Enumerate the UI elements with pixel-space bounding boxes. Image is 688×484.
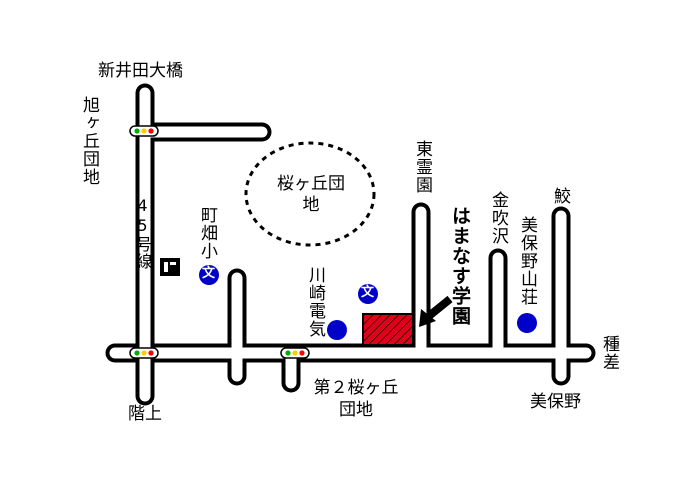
higashireien-label: 東霊園 (412, 140, 432, 194)
sakuragaoka-park-text: 桜ヶ丘団地 (277, 174, 345, 215)
school-mark-second: 文 (361, 285, 375, 300)
tanesashi-label: 種差 (599, 335, 619, 371)
sakuragaoka-park-label: 桜ヶ丘団地 (277, 174, 345, 216)
second-school-icon (358, 284, 378, 304)
school-mark-machihata: 文 (202, 266, 216, 281)
mihono-label: 美保野 (530, 392, 581, 412)
bridge-label: 新井田大橋 (98, 61, 183, 81)
sakuragaoka-park-boundary (244, 141, 376, 247)
machihata-label: 町畑小 (197, 206, 217, 260)
asahigaoka-label: 旭ヶ丘団地 (79, 96, 99, 186)
traffic-signal-top (129, 125, 159, 137)
sakuragaoka2-label: 第２桜ヶ丘団地 (310, 377, 402, 421)
roads-fill (109, 87, 592, 402)
traffic-signal-bottom-middle (280, 347, 310, 359)
kinbukisawa-label: 金吹沢 (488, 191, 508, 245)
kawasaki-label: 川崎電気 (305, 266, 325, 338)
sakuragaoka2-text: 第２桜ヶ丘団地 (313, 378, 399, 420)
misuya-sanso-marker-icon (517, 313, 537, 333)
route45-label: 45号線 (133, 196, 152, 270)
kawasaki-denki-marker-icon (327, 320, 347, 340)
hamanasu-gakuen-building (362, 313, 414, 346)
machihata-school-icon (199, 265, 219, 285)
kaijo-label: 階上 (128, 404, 162, 424)
same-label: 鮫 (550, 187, 570, 205)
traffic-signal-bottom-left (129, 347, 159, 359)
misuya-label: 美保野山荘 (517, 216, 537, 306)
hamanasu-label: はまなす学園 (449, 206, 471, 326)
post-office-icon (160, 258, 180, 276)
pointer-arrow-icon (419, 295, 453, 327)
